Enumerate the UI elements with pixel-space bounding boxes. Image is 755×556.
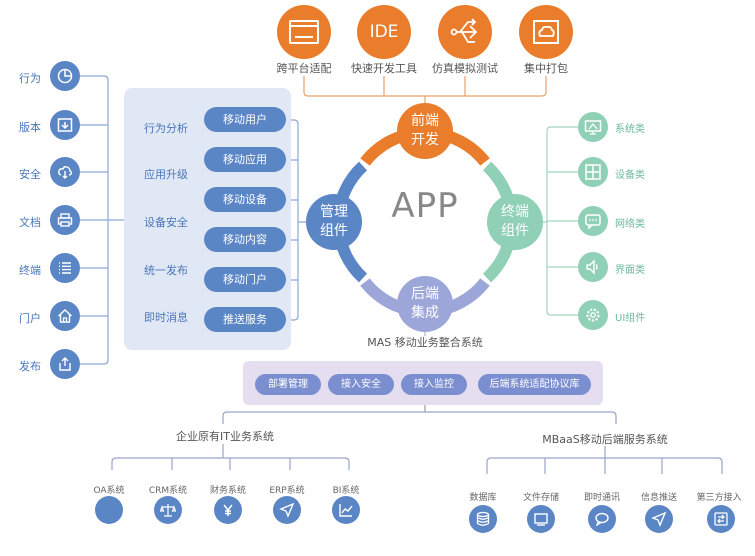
access-security-pill: 接入安全 bbox=[328, 374, 394, 395]
top-tool-label: 仿真模拟测试 bbox=[432, 62, 498, 75]
left-item-label: 发布 bbox=[19, 360, 41, 373]
pie-chart-icon bbox=[50, 61, 80, 91]
blank-circle-icon bbox=[95, 496, 123, 524]
terminal-component-node: 终端 组件 bbox=[487, 194, 543, 250]
speaker-icon bbox=[578, 252, 608, 282]
top-tool-label: 快速开发工具 bbox=[351, 62, 417, 75]
chat-icon bbox=[578, 206, 608, 236]
mbaas-item-label: 即时通讯 bbox=[583, 493, 620, 503]
mobile-content-pill: 移动内容 bbox=[204, 227, 286, 252]
right-item-label: 设备类 bbox=[615, 170, 645, 181]
management-component-node: 管理 组件 bbox=[306, 194, 362, 250]
node-line: 组件 bbox=[501, 223, 529, 239]
enterprise-item-label: BI系统 bbox=[332, 486, 360, 496]
message-icon bbox=[588, 505, 616, 533]
enterprise-item-label: CRM系统 bbox=[148, 486, 188, 496]
panel-label: 设备安全 bbox=[144, 216, 188, 229]
right-item-label: 网络类 bbox=[615, 219, 645, 230]
left-item-label: 文档 bbox=[19, 216, 41, 229]
home-icon bbox=[50, 301, 80, 331]
enterprise-item-label: OA系统 bbox=[93, 486, 125, 496]
mobile-portal-pill: 移动门户 bbox=[204, 267, 286, 292]
node-line: 终端 bbox=[501, 204, 529, 220]
enterprise-item-label: ERP系统 bbox=[269, 486, 305, 496]
printer-icon bbox=[50, 205, 80, 235]
ide-icon-text: IDE bbox=[369, 22, 399, 42]
mobile-device-pill: 移动设备 bbox=[204, 187, 286, 212]
top-tool-label: 跨平台适配 bbox=[276, 62, 332, 75]
mbaas-item-label: 数据库 bbox=[469, 493, 497, 503]
enterprise-item-label: 财务系统 bbox=[209, 486, 246, 496]
push-service-pill: 推送服务 bbox=[204, 307, 286, 332]
panel-label: 应用升级 bbox=[144, 168, 188, 181]
cloud-download-icon bbox=[50, 157, 80, 187]
browser-window-icon bbox=[277, 5, 331, 59]
left-item-label: 安全 bbox=[19, 168, 41, 181]
monitor-icon bbox=[578, 112, 608, 142]
mbaas-item-label: 信息推送 bbox=[640, 493, 677, 503]
scale-icon bbox=[154, 496, 182, 524]
left-item-label: 终端 bbox=[19, 264, 41, 277]
mobile-app-pill: 移动应用 bbox=[204, 147, 286, 172]
database-icon bbox=[469, 505, 497, 533]
frontend-dev-node: 前端 开发 bbox=[397, 103, 453, 159]
branch-arrows-icon bbox=[438, 5, 492, 59]
line-chart-icon bbox=[332, 496, 360, 524]
cloud-package-icon bbox=[519, 5, 573, 59]
send-icon bbox=[645, 505, 673, 533]
node-line: 组件 bbox=[320, 223, 348, 239]
transfer-icon bbox=[707, 505, 735, 533]
gear-icon bbox=[578, 300, 608, 330]
right-item-label: 系统类 bbox=[615, 124, 645, 135]
mas-title: MAS 移动业务整合系统 bbox=[367, 336, 483, 349]
node-line: 开发 bbox=[411, 132, 439, 148]
grid-icon bbox=[578, 157, 608, 187]
node-line: 集成 bbox=[411, 305, 439, 321]
share-icon bbox=[50, 349, 80, 379]
list-icon bbox=[50, 253, 80, 283]
panel-label: 行为分析 bbox=[144, 122, 188, 135]
panel-label: 即时消息 bbox=[144, 311, 188, 324]
backend-adapter-pill: 后端系统适配协议库 bbox=[478, 374, 591, 395]
ide-icon: IDE bbox=[357, 5, 411, 59]
yen-icon bbox=[214, 496, 242, 524]
storage-icon bbox=[527, 505, 555, 533]
send-icon bbox=[273, 496, 301, 524]
mobile-user-pill: 移动用户 bbox=[204, 107, 286, 132]
mbaas-item-label: 第三方接入 bbox=[696, 493, 742, 503]
deploy-management-pill: 部署管理 bbox=[255, 374, 321, 395]
node-line: 后端 bbox=[411, 286, 439, 302]
backend-integration-node: 后端 集成 bbox=[397, 276, 453, 332]
access-monitor-pill: 接入监控 bbox=[401, 374, 467, 395]
left-item-label: 版本 bbox=[19, 121, 41, 134]
left-item-label: 行为 bbox=[19, 72, 41, 85]
panel-label: 统一发布 bbox=[144, 264, 188, 277]
enterprise-title: 企业原有IT业务系统 bbox=[176, 430, 274, 443]
mbaas-item-label: 文件存储 bbox=[522, 493, 559, 503]
top-tool-label: 集中打包 bbox=[524, 62, 568, 75]
download-box-icon bbox=[50, 110, 80, 140]
node-line: 管理 bbox=[320, 204, 348, 220]
node-line: 前端 bbox=[411, 113, 439, 129]
mbaas-title: MBaaS移动后端服务系统 bbox=[542, 433, 668, 446]
right-item-label: UI组件 bbox=[615, 313, 646, 324]
right-item-label: 界面类 bbox=[615, 265, 645, 276]
left-item-label: 门户 bbox=[19, 312, 41, 325]
app-center-label: APP bbox=[391, 186, 459, 226]
